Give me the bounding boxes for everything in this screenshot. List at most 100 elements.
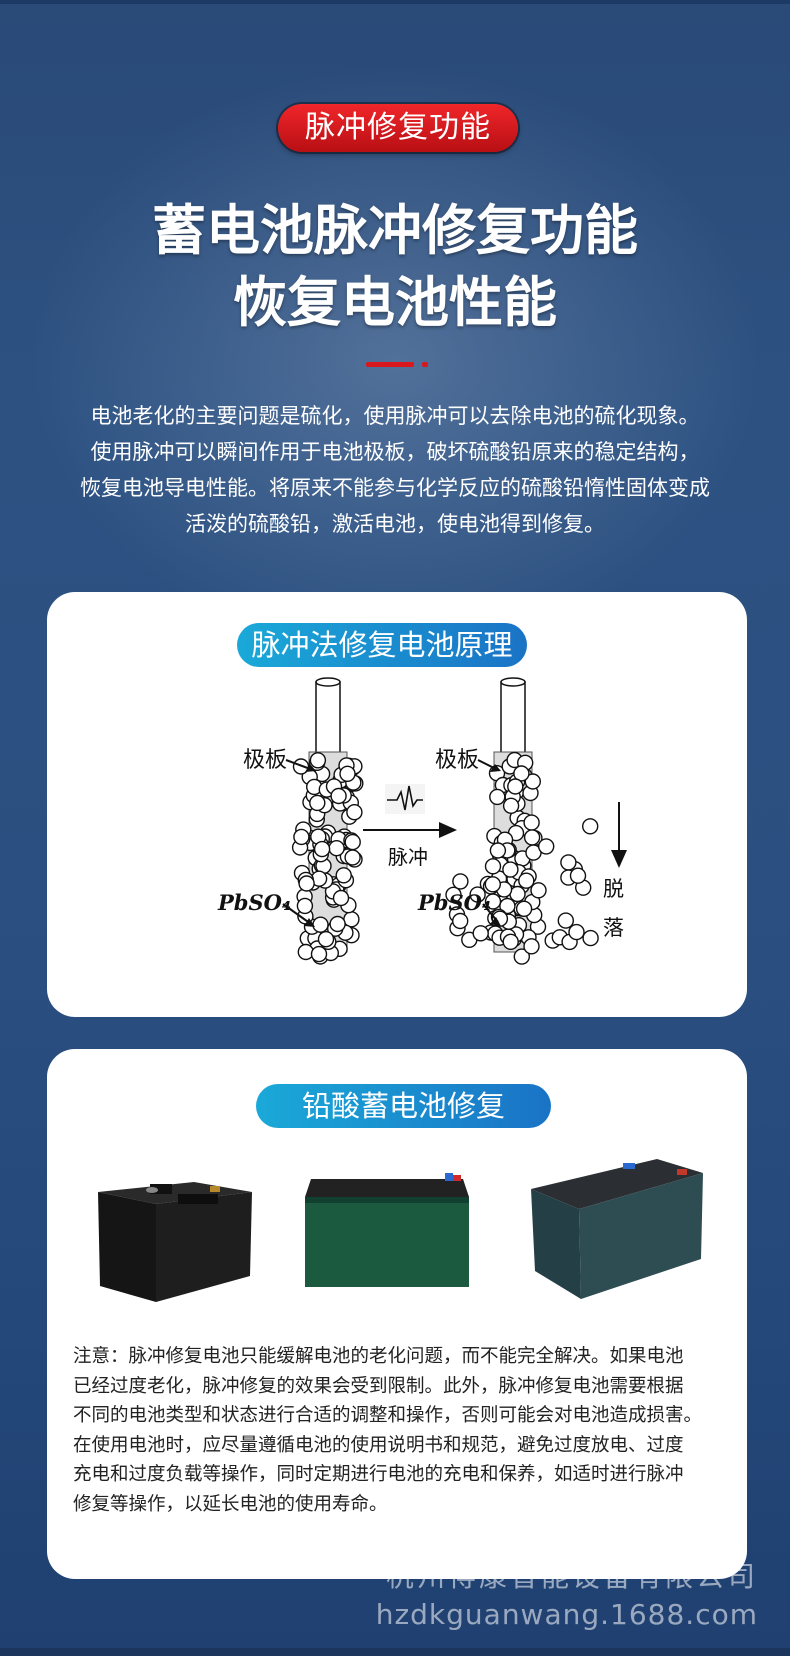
right-pbso4-arrowhead <box>490 917 501 926</box>
detached-particle <box>538 838 555 855</box>
intro-line: 活泼的硫酸铅，激活电池，使电池得到修复。 <box>185 512 605 536</box>
detached-particle <box>452 912 469 930</box>
right-plate-arrowhead <box>490 764 501 772</box>
pbso4-particle <box>332 889 350 907</box>
detached-particle <box>569 867 587 884</box>
left-plate-label: 极板 <box>243 748 287 773</box>
pbso4-particle <box>330 787 347 805</box>
falloff-label-1: 脱 <box>603 877 624 901</box>
pbso4-particle <box>312 916 329 933</box>
pulse-principle-diagram: 极板 PbSO₄ 脉冲 极板 PbSO₄ 脱 落 <box>217 677 627 965</box>
pbso4-particle <box>524 773 541 790</box>
right-pbso4-label: PbSO₄ <box>417 890 491 915</box>
pbso4-particle <box>502 861 519 878</box>
pbso4-particle <box>502 797 520 815</box>
pbso4-particle <box>502 933 519 950</box>
pbso4-particle <box>507 778 524 795</box>
black-battery-image <box>98 1182 252 1302</box>
pbso4-particle <box>513 765 530 782</box>
pbso4-particle <box>296 897 314 915</box>
pbso4-particle <box>489 788 506 806</box>
headline-line-2: 恢复电池性能 <box>233 271 557 334</box>
intro-line: 电池老化的主要问题是硫化，使用脉冲可以去除电池的硫化现象。 <box>90 404 700 428</box>
note-line: 修复等操作，以延长电池的使用寿命。 <box>73 1493 388 1515</box>
pbso4-particle <box>313 840 331 858</box>
left-electrode-rod <box>315 681 341 763</box>
title-underline-dot <box>422 362 428 367</box>
left-pbso4-arrow <box>282 903 312 925</box>
pbso4-particle <box>515 900 533 918</box>
battery-card-title: 铅酸蓄电池修复 <box>256 1084 551 1128</box>
pbso4-particle <box>484 893 502 910</box>
intro-line: 使用脉冲可以瞬间作用于电池极板，破坏硫酸铅原来的稳定结构， <box>90 440 700 464</box>
pbso4-particle <box>344 833 361 851</box>
pbso4-particle <box>309 752 327 769</box>
detached-particle <box>568 923 585 941</box>
left-plate-arrowhead <box>305 764 316 772</box>
pbso4-particle <box>346 803 363 821</box>
detached-particle <box>582 929 599 947</box>
headline-line-1: 蓄电池脉冲修复功能 <box>152 199 638 262</box>
right-electrode-top <box>500 677 526 687</box>
pbso4-particle <box>513 948 530 965</box>
teal-battery-image <box>531 1159 703 1299</box>
url-watermark: hzdkguanwang.1688.com <box>375 1598 758 1631</box>
principle-card: 脉冲法修复电池原理 极板 PbSO₄ 脉冲 极板 PbSO₄ <box>47 592 747 1017</box>
note-line: 充电和过度负载等操作，同时定期进行电池的充电和保养，如适时进行脉冲 <box>73 1464 684 1485</box>
pulse-waveform-icon <box>387 785 423 811</box>
left-pbso4-particles <box>291 752 364 965</box>
pbso4-particle <box>523 814 540 831</box>
right-electrode-rod <box>500 681 526 763</box>
left-pbso4-arrowhead <box>304 918 315 927</box>
pbso4-particle <box>339 765 356 783</box>
left-pbso4-label: PbSO₄ <box>217 890 291 915</box>
battery-card: 铅酸蓄电池修复 注意：脉冲修复电池只能缓解电池的老化问题，而不能完全解决。如果电… <box>47 1049 747 1579</box>
green-battery-image <box>305 1173 469 1287</box>
falloff-arrowhead <box>611 850 627 868</box>
bottom-strip <box>0 1648 790 1656</box>
intro-paragraph: 电池老化的主要问题是硫化，使用脉冲可以去除电池的硫化现象。 使用脉冲可以瞬间作用… <box>40 398 750 542</box>
maintenance-note: 注意：脉冲修复电池只能缓解电池的老化问题，而不能完全解决。如果电池 已经过度老化… <box>73 1342 723 1519</box>
detached-particle <box>557 912 574 929</box>
pbso4-particle <box>310 945 328 963</box>
detached-particle <box>472 925 489 942</box>
pbso4-particle <box>530 882 547 899</box>
right-plate-label: 极板 <box>435 748 479 773</box>
pbso4-particle <box>328 839 345 857</box>
falloff-label-2: 落 <box>603 916 624 940</box>
pbso4-particle <box>499 897 516 915</box>
detached-particle <box>452 873 469 890</box>
pulse-label: 脉冲 <box>388 845 428 869</box>
pbso4-particle <box>484 858 502 875</box>
right-pbso4-particles <box>445 751 599 965</box>
company-watermark: 杭州得康智能设备有限公司 <box>385 1560 758 1593</box>
title-underline <box>366 362 414 367</box>
pbso4-particle <box>489 842 507 859</box>
detached-particle <box>445 886 462 904</box>
pbso4-particle <box>293 828 310 846</box>
note-line: 已经过度老化，脉冲修复的效果会受到限制。此外，脉冲修复电池需要根据 <box>73 1375 684 1397</box>
pbso4-particle <box>309 794 326 812</box>
detached-particle <box>582 818 599 835</box>
detached-particle <box>560 854 577 871</box>
note-line: 不同的电池类型和状态进行合适的调整和操作，否则可能会对电池造成损害。 <box>73 1405 703 1426</box>
pbso4-particle <box>523 938 540 955</box>
top-strip <box>0 0 790 4</box>
pbso4-particle <box>298 875 315 892</box>
intro-line: 恢复电池导电性能。将原来不能参与化学反应的硫酸铅惰性固体变成 <box>80 476 710 500</box>
pbso4-particle <box>317 931 335 948</box>
pulse-arrowhead <box>439 822 457 838</box>
pbso4-particle <box>518 872 535 889</box>
pbso4-particle <box>329 915 346 933</box>
detached-particle <box>469 886 486 903</box>
pbso4-particle <box>297 943 315 961</box>
principle-title: 脉冲法修复电池原理 <box>237 623 527 667</box>
note-line: 注意：脉冲修复电池只能缓解电池的老化问题，而不能完全解决。如果电池 <box>73 1346 684 1367</box>
pbso4-particle <box>335 867 352 884</box>
pbso4-particle <box>344 849 361 866</box>
pbso4-particle <box>484 876 501 893</box>
left-electrode-top <box>315 677 341 687</box>
section-badge: 脉冲修复功能 <box>278 104 518 152</box>
note-line: 在使用电池时，应尽量遵循电池的使用说明书和规范，避免过度放电、过度 <box>73 1434 684 1456</box>
pbso4-particle <box>523 829 541 846</box>
